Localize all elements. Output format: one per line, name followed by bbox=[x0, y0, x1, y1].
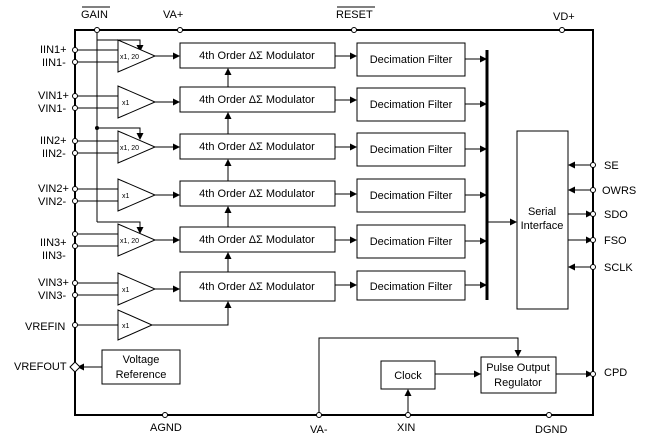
svg-text:x1, 20: x1, 20 bbox=[120, 145, 139, 152]
vd-plus-pin-label: VD+ bbox=[553, 11, 575, 23]
iin3-plus-label: IIN3+ bbox=[40, 237, 67, 249]
decimation-filter-1 bbox=[356, 42, 466, 77]
svg-text:Decimation Filter: Decimation Filter bbox=[370, 190, 453, 202]
reset-pin bbox=[351, 27, 357, 33]
svg-text:x1: x1 bbox=[122, 100, 130, 107]
xin-label: XIN bbox=[397, 422, 415, 433]
channel-vin3: x1 4th Order ΔΣ Modulator Decimation Fil… bbox=[117, 270, 466, 306]
iin2-minus-label: IIN2- bbox=[42, 148, 66, 160]
amp-vin2 bbox=[117, 178, 157, 212]
voltage-reference bbox=[101, 349, 181, 385]
va-plus-pin-label: VA+ bbox=[163, 9, 183, 21]
vin1-plus-label: VIN1+ bbox=[38, 90, 69, 102]
modulator-2 bbox=[179, 86, 336, 113]
vin2-plus-label: VIN2+ bbox=[38, 183, 69, 195]
decimation-filter-4 bbox=[356, 178, 466, 213]
svg-text:Decimation Filter: Decimation Filter bbox=[370, 144, 453, 156]
svg-text:Clock: Clock bbox=[394, 370, 422, 382]
svg-text:Interface: Interface bbox=[521, 220, 564, 232]
fso-label: FSO bbox=[604, 235, 627, 247]
svg-text:x1: x1 bbox=[122, 193, 130, 200]
svg-text:4th Order ΔΣ Modulator: 4th Order ΔΣ Modulator bbox=[199, 234, 315, 246]
svg-text:Decimation Filter: Decimation Filter bbox=[370, 54, 453, 66]
channel-iin2: x1, 20 4th Order ΔΣ Modulator Decimation… bbox=[117, 130, 466, 167]
channel-vin2: x1 4th Order ΔΣ Modulator Decimation Fil… bbox=[117, 178, 466, 213]
amp-iin2 bbox=[117, 130, 157, 164]
vin2-minus-label: VIN2- bbox=[38, 196, 66, 208]
vrefout-label: VREFOUT bbox=[14, 361, 67, 373]
decimation-filter-2 bbox=[356, 87, 466, 122]
dgnd-label: DGND bbox=[535, 424, 567, 433]
svg-text:Decimation Filter: Decimation Filter bbox=[370, 236, 453, 248]
decimation-filter-6 bbox=[356, 270, 466, 301]
channel-iin3: x1, 20 4th Order ΔΣ Modulator Decimation… bbox=[117, 223, 466, 259]
gain-pin-label: GAIN bbox=[81, 9, 108, 21]
svg-text:x1: x1 bbox=[122, 323, 130, 330]
vd-plus-pin bbox=[559, 27, 565, 33]
reset-pin-label: RESET bbox=[336, 9, 373, 21]
modulator-4 bbox=[179, 180, 336, 207]
sdo-label: SDO bbox=[604, 209, 628, 221]
svg-text:4th Order ΔΣ Modulator: 4th Order ΔΣ Modulator bbox=[199, 141, 315, 153]
vrefin-label: VREFIN bbox=[25, 321, 65, 333]
owrs-label: OWRS bbox=[602, 185, 636, 197]
svg-text:x1: x1 bbox=[122, 287, 130, 294]
sclk-label: SCLK bbox=[604, 262, 633, 274]
svg-text:Reference: Reference bbox=[116, 369, 167, 381]
svg-text:x1, 20: x1, 20 bbox=[120, 238, 139, 245]
modulator-5 bbox=[179, 226, 336, 253]
iin2-plus-label: IIN2+ bbox=[40, 135, 67, 147]
input-wiring bbox=[72, 47, 118, 328]
vin3-minus-label: VIN3- bbox=[38, 290, 66, 302]
decimation-filter-3 bbox=[356, 132, 466, 167]
vref-distribution bbox=[152, 68, 232, 326]
va-plus-pin bbox=[177, 27, 183, 33]
vrefin-buffer: x1 bbox=[117, 309, 154, 341]
svg-text:Regulator: Regulator bbox=[494, 377, 542, 389]
svg-text:4th Order ΔΣ Modulator: 4th Order ΔΣ Modulator bbox=[199, 281, 315, 293]
agnd-label: AGND bbox=[150, 422, 182, 433]
svg-text:Serial: Serial bbox=[528, 206, 556, 218]
se-label: SE bbox=[604, 160, 619, 172]
chip-outline bbox=[74, 29, 594, 416]
pulse-output-regulator bbox=[480, 356, 557, 394]
cpd-label: CPD bbox=[604, 367, 627, 379]
svg-text:Pulse Output: Pulse Output bbox=[486, 362, 550, 374]
iin1-plus-label: IIN1+ bbox=[40, 44, 67, 56]
vrefout-pin bbox=[69, 361, 81, 373]
amp-iin3 bbox=[117, 223, 157, 257]
vin1-minus-label: VIN1- bbox=[38, 103, 66, 115]
serial-interface bbox=[516, 130, 569, 310]
clock-block bbox=[380, 360, 436, 390]
vin3-plus-label: VIN3+ bbox=[38, 277, 69, 289]
svg-text:4th Order ΔΣ Modulator: 4th Order ΔΣ Modulator bbox=[199, 94, 315, 106]
svg-text:Decimation Filter: Decimation Filter bbox=[370, 281, 453, 293]
channel-vin1: x1 4th Order ΔΣ Modulator Decimation Fil… bbox=[117, 85, 466, 122]
decimation-filter-5 bbox=[356, 224, 466, 259]
modulator-3 bbox=[179, 133, 336, 160]
iin3-minus-label: IIN3- bbox=[42, 250, 66, 262]
svg-text:4th Order ΔΣ Modulator: 4th Order ΔΣ Modulator bbox=[199, 188, 315, 200]
va-minus-to-regulator bbox=[318, 337, 522, 415]
svg-text:Voltage: Voltage bbox=[123, 354, 160, 366]
va-minus-label: VA- bbox=[310, 424, 328, 433]
amp-iin1 bbox=[117, 39, 157, 73]
modulator-6 bbox=[179, 271, 336, 302]
serial-pins bbox=[568, 161, 596, 271]
svg-text:x1, 20: x1, 20 bbox=[120, 54, 139, 61]
signal-arrows bbox=[155, 52, 487, 293]
svg-text:Decimation Filter: Decimation Filter bbox=[370, 99, 453, 111]
channel-iin1: x1, 20 4th Order ΔΣ Modulator Decimation… bbox=[117, 39, 466, 77]
iin1-minus-label: IIN1- bbox=[42, 57, 66, 69]
gain-pin bbox=[94, 27, 100, 33]
svg-text:4th Order ΔΣ Modulator: 4th Order ΔΣ Modulator bbox=[199, 50, 315, 62]
amp-vin1 bbox=[117, 85, 157, 119]
amp-vin3 bbox=[117, 272, 157, 306]
